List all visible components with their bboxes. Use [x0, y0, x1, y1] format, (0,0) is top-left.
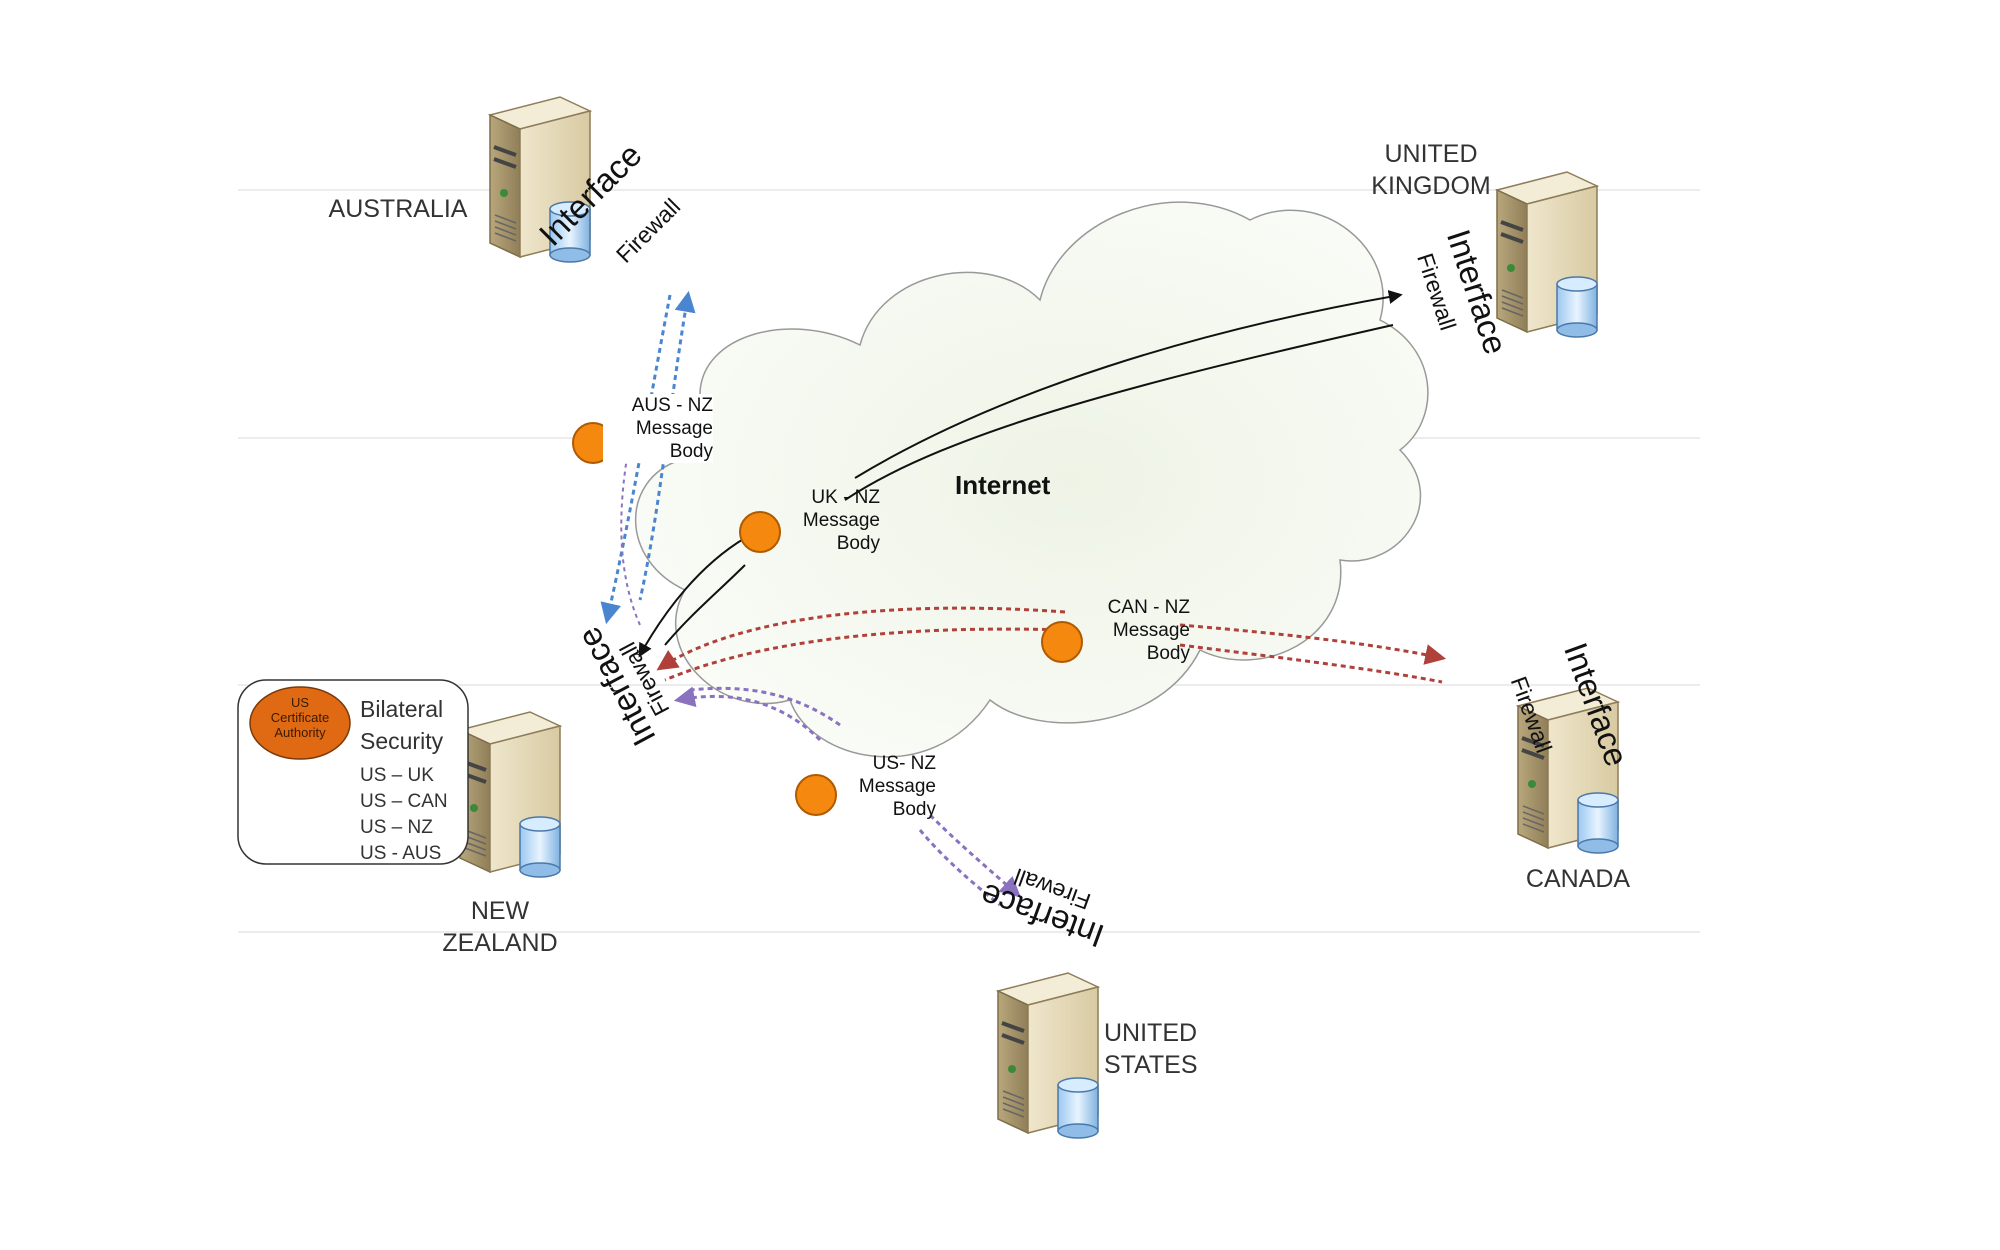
united-states-label: UNITED STATES: [1104, 1019, 1198, 1079]
can-nz-message-label: CAN - NZ Message Body: [1107, 597, 1190, 664]
uk-nz-message-dot: [739, 511, 781, 553]
us-nz-message-dot: [795, 774, 837, 816]
aus-nz-arrows: [600, 290, 696, 626]
security-pair-us-can: US – CAN: [360, 791, 448, 812]
bilateral-security-title-line1: Bilateral: [360, 696, 444, 722]
security-pair-us-aus: US - AUS: [360, 843, 442, 864]
can-nz-arrows: [656, 606, 1447, 684]
uk-nz-message-label: UK - NZ Message Body: [802, 487, 880, 554]
new-zealand-label: NEW ZEALAND: [442, 897, 558, 957]
uk-nz-arrows: [638, 290, 1403, 658]
security-pair-us-uk: US – UK: [360, 765, 434, 786]
internet-cloud: [634, 201, 1429, 758]
certificate-authority-oval: [249, 686, 351, 760]
us-nz-arrows: [673, 686, 1022, 907]
new-zealand-server-icon: [458, 710, 562, 879]
united-states-server-icon: [996, 971, 1100, 1140]
can-nz-message-dot: [1041, 621, 1083, 663]
canada-label: CANADA: [1525, 865, 1631, 893]
internet-label: Internet: [955, 470, 1051, 500]
security-pair-us-nz: US – NZ: [360, 817, 433, 838]
certificate-authority-label: US Certificate Authority: [270, 695, 330, 740]
australia-label: AUSTRALIA: [328, 195, 468, 223]
aus-nz-message-label: AUS - NZ Message Body: [603, 394, 713, 463]
bilateral-security-title-line2: Security: [360, 728, 444, 754]
united-kingdom-label: UNITED KINGDOM: [1371, 140, 1491, 200]
us-nz-message-label: US- NZ Message Body: [858, 753, 936, 820]
australia-server-icon: [488, 95, 592, 264]
